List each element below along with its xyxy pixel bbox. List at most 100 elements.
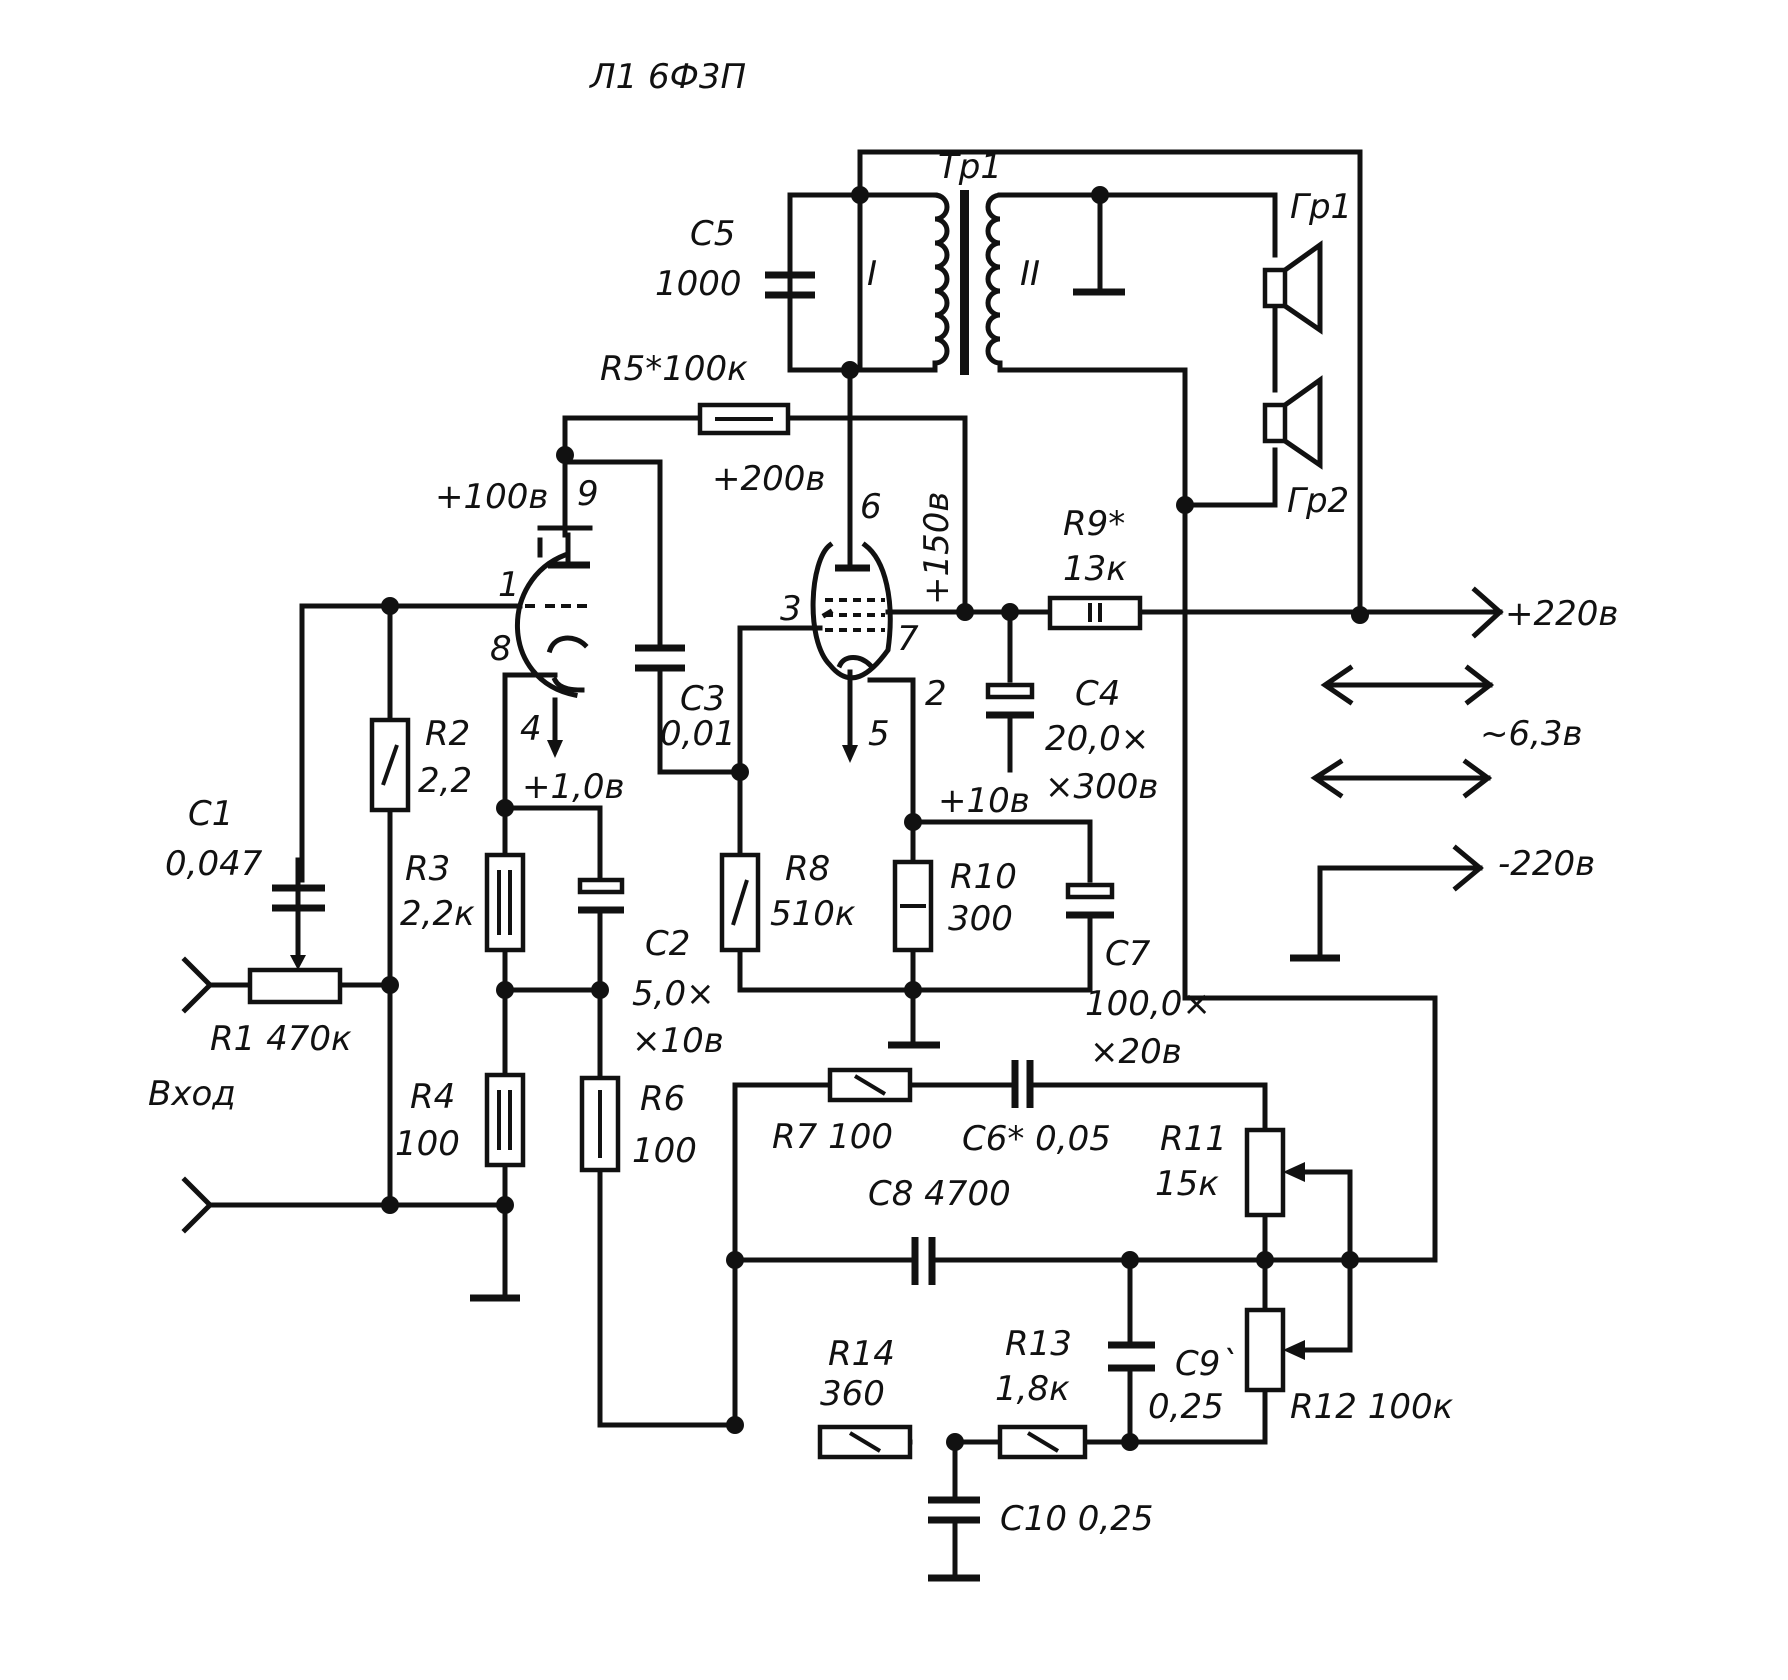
capacitor-c1 [272,857,325,912]
resistor-r11 [1244,1127,1305,1218]
r2-value: 2,2 [418,761,472,801]
resistor-r9 [1047,595,1143,631]
r8-ref: R8 [785,849,830,889]
r10-value: 300 [948,899,1013,939]
tube-title: Л1 6Ф3П [588,57,746,97]
wires [207,149,1503,1578]
speaker-gr2-label: Гр2 [1287,481,1349,521]
resistor-r7 [827,1067,913,1103]
r10-ref: R10 [950,857,1017,897]
c4-value-1: 20,0× [1045,719,1149,759]
c2-value-1: 5,0× [632,974,715,1014]
primary-winding-label: I [867,254,877,294]
r8-value: 510к [770,894,856,934]
resistor-r2 [369,717,411,813]
r13-ref: R13 [1005,1324,1072,1364]
resistor-r12 [1244,1307,1305,1393]
resistor-r13 [997,1424,1088,1460]
c9-value: 0,25 [1148,1387,1224,1427]
voltage-10: +10в [938,781,1030,821]
resistor-r10 [892,859,934,953]
secondary-winding-label: II [1020,254,1040,294]
speaker-gr1 [1262,240,1323,335]
grounds [470,288,1340,1582]
tube-pentode [810,532,893,763]
supply-negative-label: -220в [1498,844,1595,884]
r11-value: 15к [1155,1164,1219,1204]
transformer-label: Тр1 [938,147,1002,187]
resistor-r14 [817,1424,913,1460]
capacitor-c2 [577,877,625,914]
junctions [381,186,1369,1451]
pin-2: 2 [925,674,947,714]
c10-label: C10 0,25 [1000,1499,1154,1539]
pin-8: 8 [490,629,512,669]
voltage-150: +150в [917,492,957,605]
resistor-r1 [247,885,343,1005]
r3-value: 2,2к [400,894,475,934]
resistor-r4 [484,1072,526,1168]
c7-value-2: ×20в [1090,1032,1182,1072]
r14-ref: R14 [828,1334,895,1374]
voltage-200: +200в [712,459,825,499]
c8-label: C8 4700 [868,1174,1011,1214]
c5-ref: C5 [690,214,735,254]
c1-value: 0,047 [165,844,263,884]
tube-triode [515,525,593,758]
capacitor-c9 [1108,1341,1155,1372]
pin-6: 6 [860,487,882,527]
r5-label: R5*100к [600,349,748,389]
r1-label: R1 470к [210,1019,352,1059]
heater-label: ~6,3в [1480,714,1583,754]
pin-9: 9 [577,474,599,514]
c3-ref: C3 [680,679,725,719]
r4-ref: R4 [410,1077,455,1117]
pin-7: 7 [897,619,919,659]
r9-ref: R9* [1063,504,1125,544]
capacitor-c5 [765,192,815,373]
supply-positive-label: +220в [1505,594,1618,634]
input-label: Вход [148,1074,236,1114]
speaker-gr1-label: Гр1 [1290,187,1352,227]
pin-4: 4 [520,709,542,749]
r7-label: R7 100 [772,1117,893,1157]
resistor-r8 [719,852,761,953]
c2-ref: C2 [645,924,690,964]
r11-ref: R11 [1160,1119,1227,1159]
capacitor-c7 [1065,882,1115,919]
voltage-100: +100в [435,477,548,517]
capacitor-c3 [635,637,685,693]
c4-value-2: ×300в [1045,767,1158,807]
input-terminals [181,956,214,1234]
r13-value: 1,8к [995,1369,1070,1409]
r6-ref: R6 [640,1079,685,1119]
c7-value-1: 100,0× [1085,984,1211,1024]
c2-value-2: ×10в [632,1021,724,1061]
pin-3: 3 [780,589,802,629]
capacitor-c4 [985,682,1035,719]
capacitor-c6 [1011,1060,1034,1108]
voltage-1: +1,0в [522,767,625,807]
c5-value: 1000 [655,264,742,304]
r3-ref: R3 [405,849,450,889]
transformer-tr1 [932,190,1003,375]
capacitor-c10 [928,1496,980,1524]
r9-value: 13к [1063,549,1127,589]
c7-ref: C7 [1105,934,1151,974]
c6-label: C6* 0,05 [962,1119,1111,1159]
c4-ref: C4 [1075,674,1120,714]
r12-label: R12 100к [1290,1387,1454,1427]
r14-value: 360 [820,1374,885,1414]
supply-arrows [1310,586,1504,892]
pin-1: 1 [498,565,520,605]
r2-ref: R2 [425,714,470,754]
c1-ref: C1 [188,794,233,834]
c3-value: 0,01 [660,714,736,754]
resistor-r5 [697,402,791,436]
r6-value: 100 [632,1131,697,1171]
c9-ref: C9` [1175,1344,1237,1384]
r4-value: 100 [395,1124,460,1164]
capacitor-c8 [911,1237,936,1285]
speaker-gr2 [1262,375,1323,470]
